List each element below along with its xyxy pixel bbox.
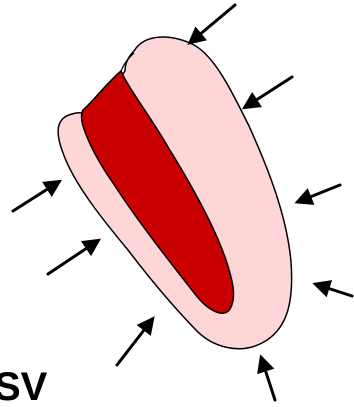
arrow-lower-right — [318, 285, 352, 296]
sv-label: SV — [0, 365, 48, 407]
arrow-upper-right — [247, 77, 292, 106]
arrow-top — [192, 5, 235, 41]
arrow-bottom — [262, 360, 275, 400]
arrow-lower-left — [117, 321, 151, 365]
arrow-left — [13, 183, 57, 211]
arrow-right — [300, 185, 340, 201]
arrow-left-lower — [48, 242, 96, 274]
